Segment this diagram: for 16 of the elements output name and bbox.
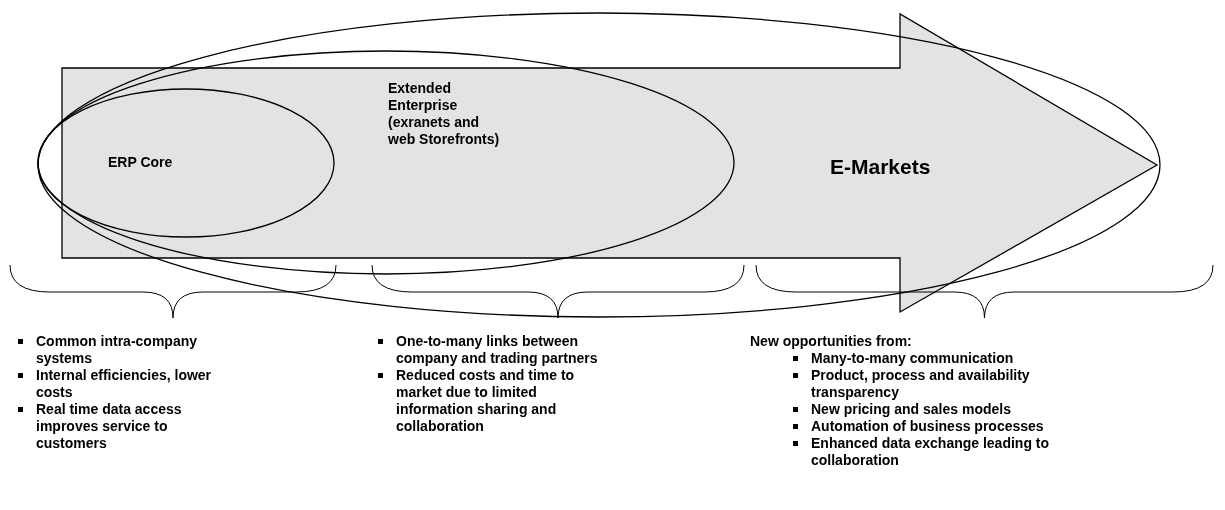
bullet-item: Product, process and availability transparency [791,367,1101,401]
bullet-item: One-to-many links between company and trading partners [376,333,601,367]
bullet-item: Real time data access improves service to customers [16,401,241,452]
region-label: ERP Core [108,154,174,171]
bullet-item: Enhanced data exchange leading to collaboration [791,435,1101,469]
bullet-item: New pricing and sales models [791,401,1101,418]
region-label: E-Markets [830,155,932,179]
region-label: Extended Enterprise (exranets and web Storefronts) [388,80,501,148]
ellipse-region [37,88,335,238]
list-heading: New opportunities from: [750,333,912,350]
bullet-item: Internal efficiencies, lower costs [16,367,241,401]
bullet-item: Reduced costs and time to market due to limited information sharing and collaboration [376,367,601,435]
bullet-item: Automation of business processes [791,418,1101,435]
bullet-item: Common intra-company systems [16,333,241,367]
ellipse-region [37,50,735,275]
bullet-item: Many-to-many communication [791,350,1101,367]
